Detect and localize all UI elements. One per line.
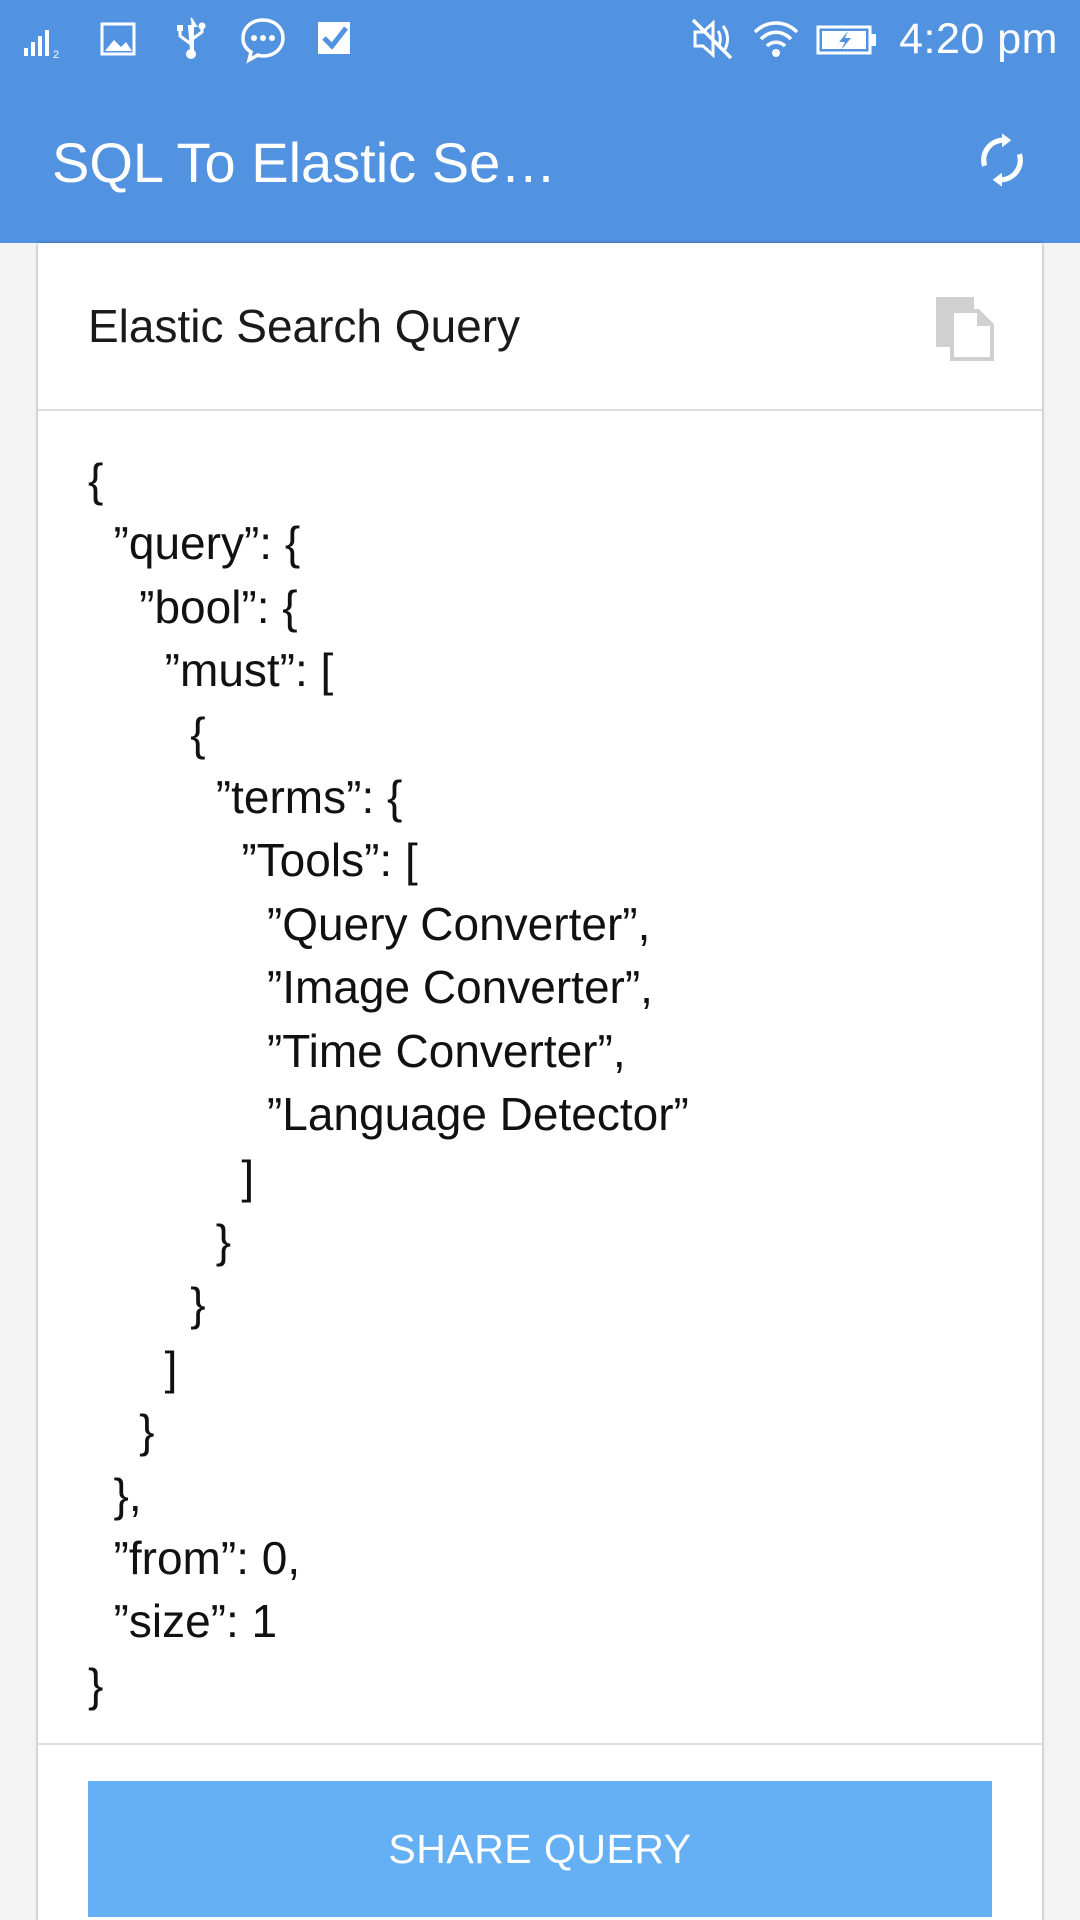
query-card: Elastic Search Query { ”query”: { ”bool”…	[38, 243, 1042, 1920]
mute-icon	[687, 14, 737, 64]
card-header: Elastic Search Query	[38, 243, 1042, 411]
share-query-button[interactable]: SHARE QUERY	[88, 1781, 992, 1917]
refresh-button[interactable]	[966, 124, 1038, 196]
status-bar-left: 2	[22, 14, 360, 64]
signal-icon: 2	[22, 14, 72, 64]
image-icon	[94, 14, 144, 64]
divider	[38, 1743, 1042, 1745]
chat-icon	[238, 14, 288, 64]
battery-charging-icon	[815, 14, 879, 64]
status-bar-right: 4:20 pm	[687, 10, 1058, 68]
task-check-icon	[310, 14, 360, 64]
app-title: SQL To Elastic Se…	[52, 131, 557, 194]
svg-text:2: 2	[53, 49, 59, 61]
refresh-icon	[981, 133, 1023, 187]
usb-icon	[166, 14, 216, 64]
copy-icon	[936, 297, 994, 361]
query-output: { ”query”: { ”bool”: { ”must”: [ { ”term…	[88, 454, 689, 1711]
app-bar: SQL To Elastic Se…	[0, 78, 1080, 243]
copy-button[interactable]	[932, 293, 998, 365]
status-bar: 2	[0, 0, 1080, 78]
wifi-icon	[751, 14, 801, 64]
status-time: 4:20 pm	[899, 14, 1058, 63]
card-title: Elastic Search Query	[88, 300, 521, 352]
